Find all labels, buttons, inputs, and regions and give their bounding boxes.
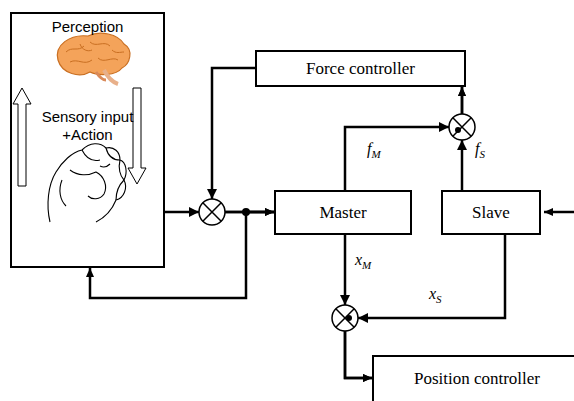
controller-box: Force controller — [255, 50, 466, 87]
node-text: Force controller — [306, 59, 415, 79]
node-text: Slave — [472, 203, 510, 223]
signal-name: xM — [354, 252, 372, 271]
signal-line — [212, 68, 274, 212]
signal-line — [345, 87, 462, 190]
device-box: Slave — [441, 190, 541, 235]
node-text: Sensory input +Action — [34, 108, 141, 144]
controller-box: Position controller — [372, 355, 574, 401]
branch-dot — [242, 208, 250, 216]
junction-arrowhead — [189, 122, 467, 323]
down-arrow — [128, 88, 146, 184]
input-arrow — [544, 211, 574, 214]
node-text: Position controller — [414, 369, 540, 389]
perception-panel: PerceptionSensory input +Action — [10, 12, 165, 268]
summing-junction — [332, 305, 358, 331]
device-box: Master — [274, 190, 412, 235]
signal-name: fS — [474, 141, 486, 160]
brain-illustration — [57, 33, 130, 84]
summing-junction — [449, 114, 475, 140]
up-arrow — [13, 88, 31, 186]
signal-name: fM — [366, 141, 382, 160]
signal-name: xS — [428, 286, 443, 305]
hand-illustration — [48, 144, 126, 222]
node-text: Perception — [12, 18, 163, 36]
summing-junction — [199, 199, 225, 225]
signal-line — [90, 212, 274, 298]
node-text: Master — [319, 203, 366, 223]
